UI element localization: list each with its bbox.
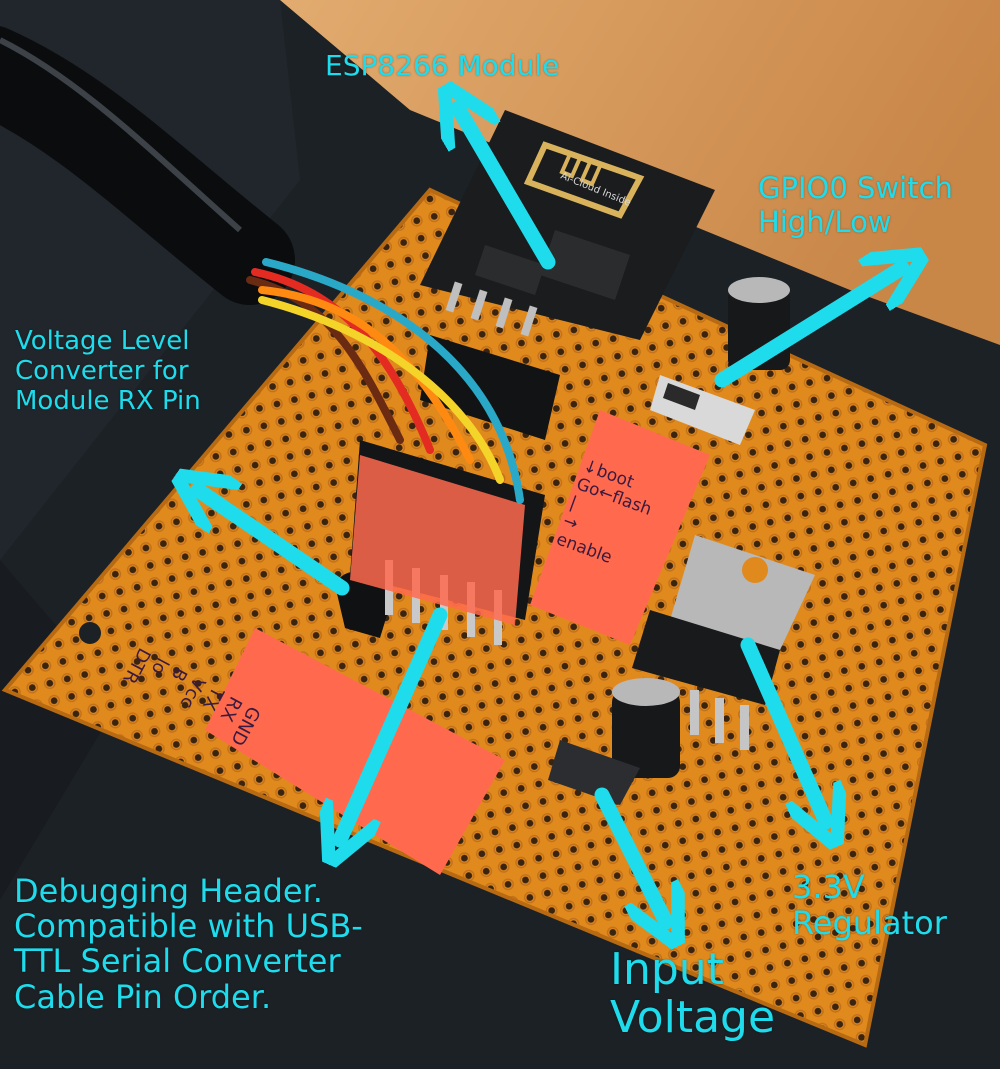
label-regulator: 3.3V Regulator [792,868,947,942]
label-gpio0-switch: GPIO0 Switch High/Low [758,171,953,239]
capacitor-top [728,277,790,370]
arrow-regulator [740,637,826,822]
capacitor-bottom [612,678,680,778]
input-header [548,740,640,805]
annotation-arrows [198,108,902,922]
arrow-debug-header [340,607,448,840]
regulator-chip [632,535,815,750]
usb-cable [0,26,295,305]
arrow-gpio0-switch [714,268,902,388]
arrow-esp8266 [458,108,556,270]
debug-header-label [350,455,525,625]
serial-wires [246,258,524,504]
label-debugging-header: Debugging Header. Compatible with USB- T… [14,872,363,1016]
arrow-level-converter [198,490,350,596]
mounting-hole [79,622,101,644]
arrow-input-voltage [594,787,666,922]
label-esp8266-module: ESP8266 Module [325,49,560,82]
sticky-note-right: ↓bootGo←flash|→enable [530,410,710,645]
label-voltage-converter: Voltage Level Converter for Module RX Pi… [15,326,201,417]
label-input-voltage: Input Voltage [610,944,776,1043]
